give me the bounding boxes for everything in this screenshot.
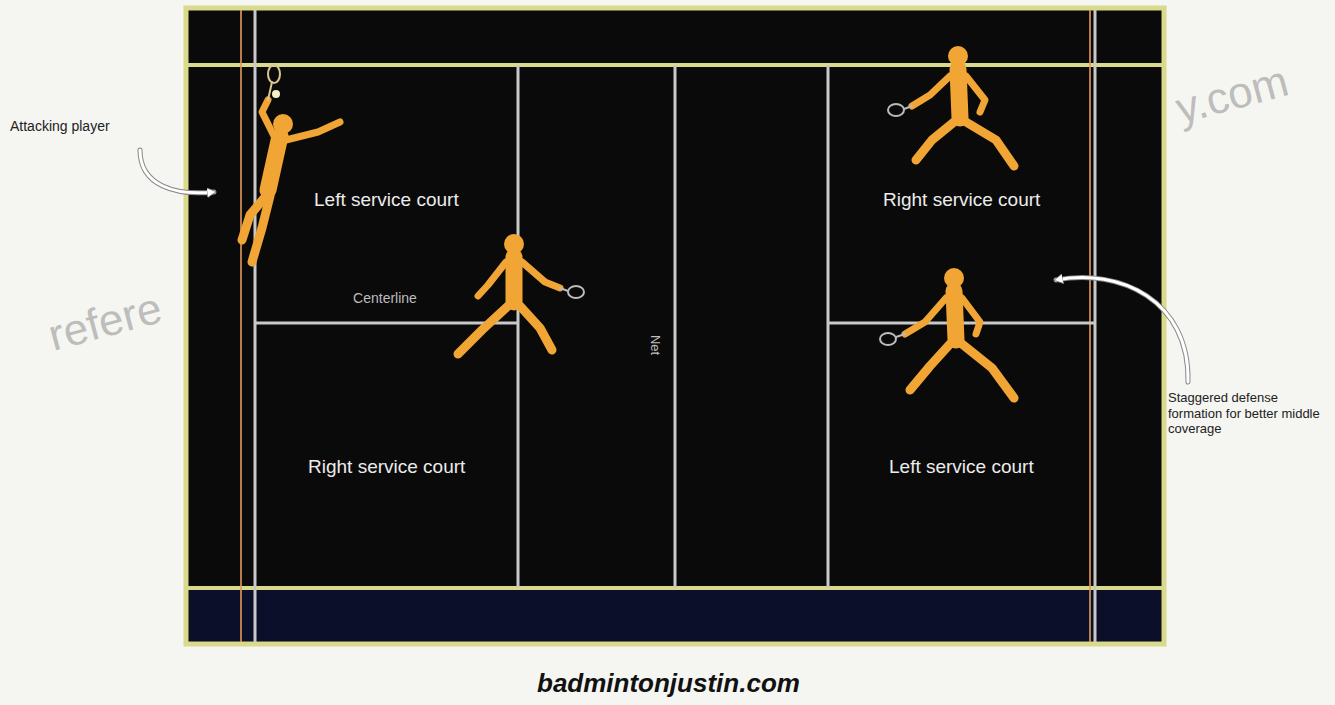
service-court: Right service court xyxy=(828,65,1095,323)
partner-player-figure xyxy=(458,234,584,354)
court-inner-lines xyxy=(255,10,1095,642)
service-court: Right service court xyxy=(255,323,518,588)
line-label: Centerline xyxy=(353,290,417,307)
defender-player-figure xyxy=(888,46,1014,166)
court-ground xyxy=(186,8,1164,644)
service-court: Left service court xyxy=(828,323,1095,588)
court-label: Right service court xyxy=(883,189,1040,212)
court-label: Left service court xyxy=(889,456,1034,479)
court-label: Right service court xyxy=(308,456,465,479)
callout-note: Staggered defense formation for better m… xyxy=(1168,390,1323,437)
defender-player-figure xyxy=(880,268,1014,398)
caption: badmintonjustin.com xyxy=(537,668,800,699)
court-lines xyxy=(188,65,1162,588)
service-court: Left service court xyxy=(255,65,518,323)
attacking-player-figure xyxy=(242,65,340,262)
court-band xyxy=(189,590,1161,641)
player-figures xyxy=(242,46,1014,398)
leader-arrows xyxy=(140,150,1188,382)
net-label: Net xyxy=(647,335,663,355)
callout-label: Attacking player xyxy=(10,118,110,135)
court-label: Left service court xyxy=(314,189,459,212)
court-accent-lines xyxy=(241,10,1090,642)
